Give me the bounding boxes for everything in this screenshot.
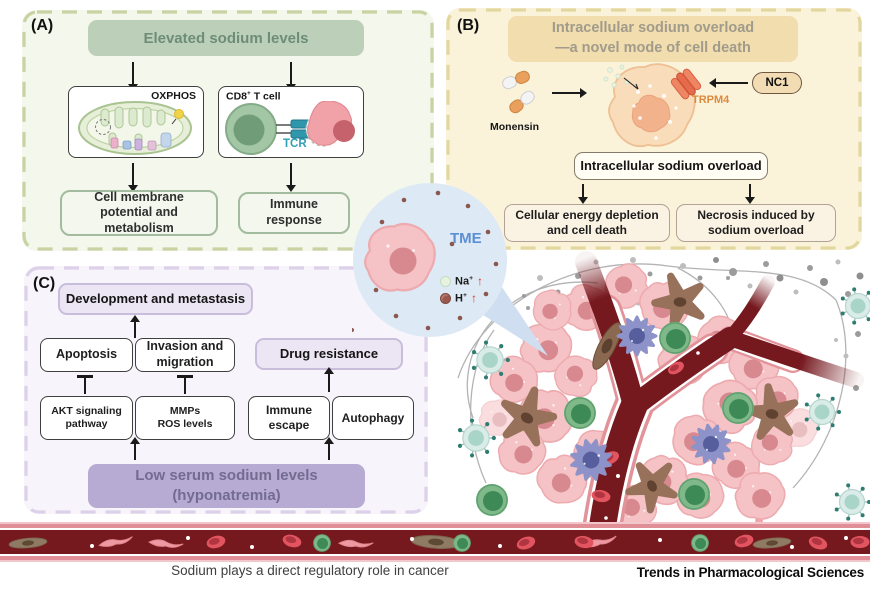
hyponatremia-header: Low serum sodium levels (hyponatremia) bbox=[88, 464, 365, 508]
arrow-down-icon bbox=[290, 62, 293, 84]
oxphos-box: OXPHOS bbox=[68, 86, 204, 158]
journal-name: Trends in Pharmacological Sciences bbox=[636, 565, 864, 580]
tcell-tumor-interaction-icon bbox=[225, 101, 355, 155]
panel-b-header-line1: Intracellular sodium overload bbox=[551, 20, 755, 37]
monensin-label: Monensin bbox=[490, 121, 539, 133]
membrane-outcome-box: Cell membrane potential and metabolism bbox=[60, 190, 218, 236]
tme-legend-na: Na+ ↑ bbox=[440, 274, 483, 288]
arrow-up-icon bbox=[134, 444, 137, 460]
figure-caption: Sodium plays a direct regulatory role in… bbox=[171, 563, 449, 578]
arrow-left-icon bbox=[716, 82, 748, 85]
arrow-up-icon bbox=[328, 444, 331, 460]
arrow-up-icon bbox=[328, 374, 331, 392]
panel-a-header: Elevated sodium levels bbox=[88, 20, 364, 56]
immune-response-box: Immune response bbox=[238, 192, 350, 234]
autophagy-box: Autophagy bbox=[332, 396, 414, 440]
cd8-tcell-box: CD8+ T cell TCR bbox=[218, 86, 364, 158]
sodium-overload-box: Intracellular sodium overload bbox=[574, 152, 768, 180]
blood-vessel-illustration bbox=[0, 522, 870, 562]
apoptosis-box: Apoptosis bbox=[40, 338, 133, 372]
cd8-label: CD8+ T cell bbox=[226, 90, 281, 103]
panel-c-label: (C) bbox=[33, 275, 56, 292]
increase-arrow-icon: ↑ bbox=[477, 274, 484, 288]
tcr-label: TCR bbox=[283, 138, 307, 150]
inhibition-tbar-icon bbox=[84, 376, 87, 394]
immune-escape-box: Immune escape bbox=[248, 396, 330, 440]
arrow-down-icon bbox=[132, 62, 135, 84]
oxphos-label: OXPHOS bbox=[151, 90, 196, 102]
invasion-migration-box: Invasion and migration bbox=[135, 338, 235, 372]
proton-ion-icon bbox=[440, 292, 451, 304]
nc1-box: NC1 bbox=[752, 72, 802, 94]
arrow-down-icon bbox=[290, 163, 293, 185]
tme-callout: TME Na+ ↑ H+ ↑ bbox=[350, 180, 564, 362]
panel-b: (B) Intracellular sodium overload —a nov… bbox=[446, 8, 862, 250]
proton-ion-label: H+ bbox=[455, 291, 467, 305]
inhibition-tbar-icon bbox=[184, 376, 187, 394]
akt-box: AKT signaling pathway bbox=[40, 396, 133, 440]
panel-a-label: (A) bbox=[31, 17, 54, 34]
tme-label: TME bbox=[450, 230, 482, 247]
hyponatremia-line2: (hyponatremia) bbox=[172, 487, 281, 504]
mitochondrion-icon bbox=[78, 101, 192, 155]
energy-depletion-box: Cellular energy depletion and cell death bbox=[504, 204, 670, 242]
panel-b-header: Intracellular sodium overload —a novel m… bbox=[508, 16, 798, 62]
arrow-up-icon bbox=[134, 322, 137, 338]
necrosis-box: Necrosis induced by sodium overload bbox=[676, 204, 836, 242]
arrow-right-icon bbox=[552, 92, 580, 95]
tme-legend-h: H+ ↑ bbox=[440, 291, 477, 305]
tme-circle-illustration bbox=[350, 183, 548, 356]
increase-arrow-icon: ↑ bbox=[470, 291, 477, 305]
mmps-ros-box: MMPs ROS levels bbox=[135, 396, 235, 440]
monensin-pills-icon bbox=[502, 70, 535, 114]
arrow-down-icon bbox=[582, 184, 585, 197]
panel-a: (A) Elevated sodium levels OXPHOS bbox=[22, 10, 434, 251]
panel-c: (C) Development and metastasis Apoptosis… bbox=[24, 266, 428, 514]
sodium-ion-label: Na+ bbox=[455, 274, 474, 288]
development-metastasis-box: Development and metastasis bbox=[58, 283, 253, 315]
panel-b-label: (B) bbox=[457, 17, 480, 34]
mmps-line1: MMPs bbox=[169, 404, 201, 417]
hyponatremia-line1: Low serum sodium levels bbox=[135, 466, 318, 484]
mmps-line2: ROS levels bbox=[157, 418, 213, 430]
arrow-down-icon bbox=[749, 184, 752, 197]
cancer-cell-trpm4-icon bbox=[603, 63, 702, 148]
arrow-down-icon bbox=[132, 163, 135, 185]
sodium-ion-icon bbox=[440, 275, 451, 287]
trpm4-label: TRPM4 bbox=[692, 94, 730, 106]
panel-b-header-line2: —a novel mode of cell death bbox=[555, 40, 751, 56]
